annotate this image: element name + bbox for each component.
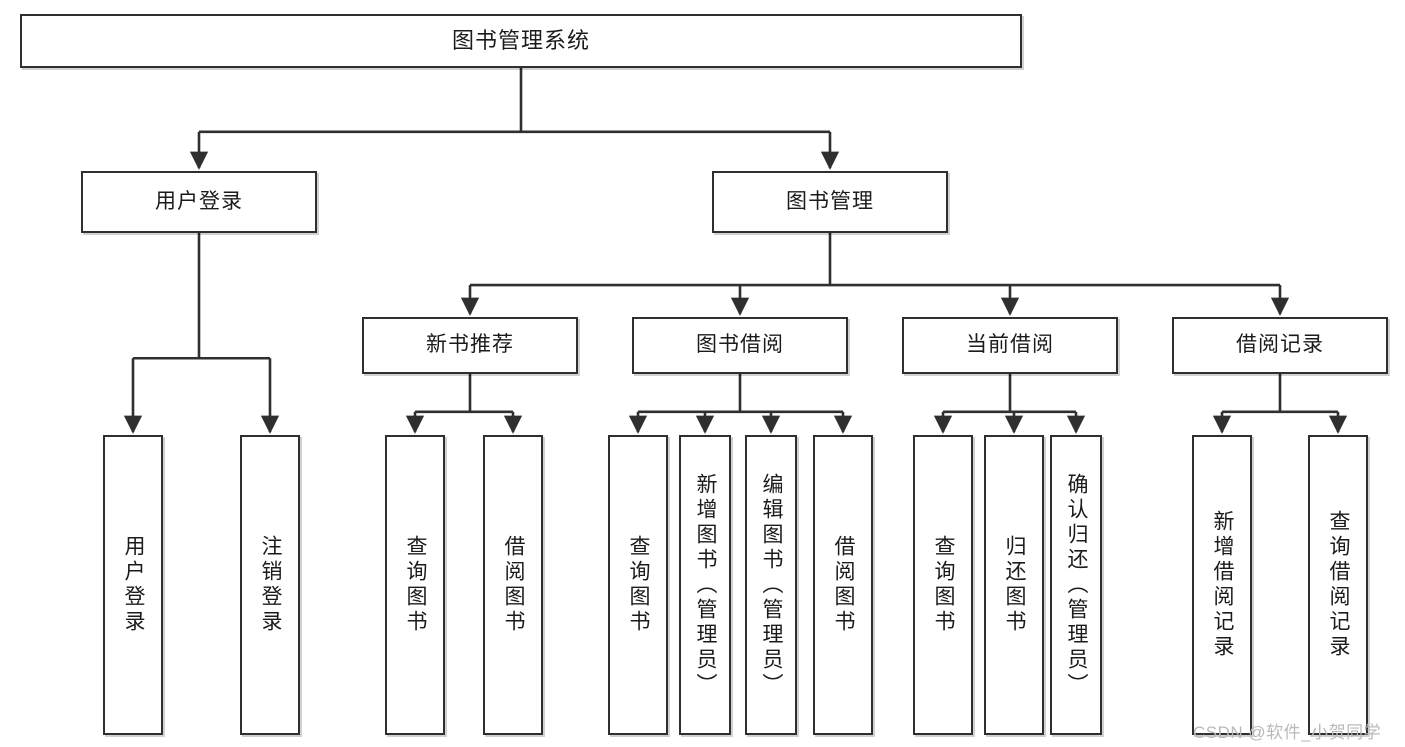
node-book-borrow-label: 图书借阅	[696, 333, 784, 357]
node-leaf-query-borrow-record-label: 查询借阅记录	[1327, 510, 1351, 660]
node-leaf-query-book-2[interactable]: 查询图书	[608, 435, 668, 735]
node-leaf-edit-book-admin-label: 编辑图书（管理员）	[760, 472, 784, 698]
node-root[interactable]: 图书管理系统	[20, 14, 1022, 68]
node-leaf-borrow-book-1-label: 借阅图书	[502, 535, 526, 635]
node-leaf-user-logout-label: 注销登录	[259, 535, 283, 635]
node-leaf-query-book-2-label: 查询图书	[627, 535, 651, 635]
node-borrow-record-label: 借阅记录	[1236, 333, 1324, 357]
node-leaf-add-book-admin-label: 新增图书（管理员）	[694, 472, 718, 698]
node-leaf-confirm-return-admin-label: 确认归还（管理员）	[1065, 472, 1089, 698]
node-book-borrow[interactable]: 图书借阅	[632, 317, 848, 374]
node-leaf-query-book-1-label: 查询图书	[404, 535, 428, 635]
node-leaf-confirm-return-admin[interactable]: 确认归还（管理员）	[1050, 435, 1102, 735]
node-current-borrow-label: 当前借阅	[966, 333, 1054, 357]
node-leaf-add-borrow-record-label: 新增借阅记录	[1211, 510, 1235, 660]
node-user-login-label: 用户登录	[155, 189, 243, 213]
node-book-manage-label: 图书管理	[786, 189, 874, 213]
node-leaf-query-book-1[interactable]: 查询图书	[385, 435, 445, 735]
node-new-book-rec-label: 新书推荐	[426, 333, 514, 357]
node-book-manage[interactable]: 图书管理	[712, 171, 948, 233]
node-root-label: 图书管理系统	[451, 28, 590, 54]
node-leaf-borrow-book-1[interactable]: 借阅图书	[483, 435, 543, 735]
node-leaf-query-book-3[interactable]: 查询图书	[913, 435, 973, 735]
node-borrow-record[interactable]: 借阅记录	[1172, 317, 1388, 374]
node-leaf-borrow-book-2-label: 借阅图书	[832, 535, 856, 635]
node-leaf-borrow-book-2[interactable]: 借阅图书	[813, 435, 873, 735]
node-leaf-return-book-label: 归还图书	[1003, 535, 1027, 635]
node-leaf-edit-book-admin[interactable]: 编辑图书（管理员）	[745, 435, 797, 735]
node-new-book-rec[interactable]: 新书推荐	[362, 317, 578, 374]
node-user-login[interactable]: 用户登录	[81, 171, 317, 233]
node-leaf-user-login[interactable]: 用户登录	[103, 435, 163, 735]
node-current-borrow[interactable]: 当前借阅	[902, 317, 1118, 374]
node-leaf-add-borrow-record[interactable]: 新增借阅记录	[1192, 435, 1252, 735]
node-leaf-return-book[interactable]: 归还图书	[984, 435, 1044, 735]
node-leaf-user-login-label: 用户登录	[122, 535, 146, 635]
node-leaf-user-logout[interactable]: 注销登录	[240, 435, 300, 735]
node-leaf-query-book-3-label: 查询图书	[932, 535, 956, 635]
node-leaf-add-book-admin[interactable]: 新增图书（管理员）	[679, 435, 731, 735]
node-leaf-query-borrow-record[interactable]: 查询借阅记录	[1308, 435, 1368, 735]
